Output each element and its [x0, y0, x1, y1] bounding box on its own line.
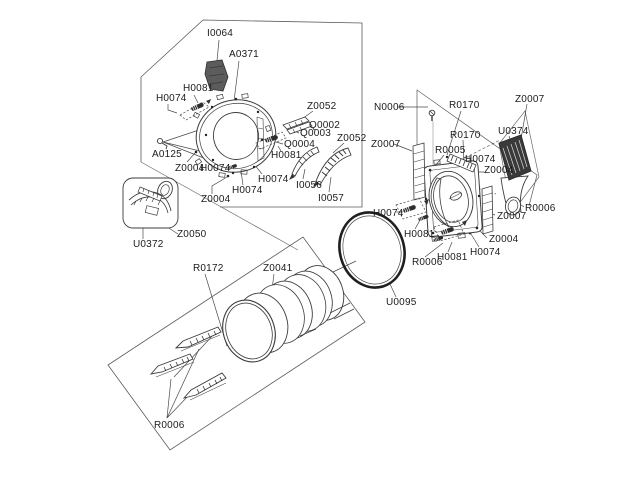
part-label-i0056: I0056	[296, 180, 323, 191]
front-screw-kits	[179, 99, 287, 171]
part-label-n0006: N0006	[374, 102, 405, 113]
seal-strips	[412, 142, 494, 235]
part-label-q0004: Q0004	[284, 139, 316, 150]
part-label-h0074-2: H0074	[200, 163, 231, 174]
front-drum-support	[192, 93, 277, 178]
rear-drum-support	[423, 156, 483, 242]
part-label-r0170-1: R0170	[449, 100, 480, 111]
part-label-z0007-2: Z0007	[371, 139, 401, 150]
part-label-h0081-4: H0081	[437, 252, 468, 263]
part-label-z0007-1: Z0007	[515, 94, 545, 105]
part-label-u0374: U0374	[498, 126, 529, 137]
part-label-h0074-7: H0074	[470, 247, 501, 258]
part-label-a0125: A0125	[152, 149, 182, 160]
retainer-clip	[156, 137, 168, 150]
belt	[338, 211, 406, 289]
part-label-z0004-1: Z0004	[175, 163, 205, 174]
part-label-r0006-1: R0006	[154, 420, 185, 431]
part-label-i0064: I0064	[207, 28, 234, 39]
part-label-z0007-3: Z0007	[497, 211, 527, 222]
part-label-h0081-2: H0081	[271, 150, 302, 161]
part-label-z0041: Z0041	[263, 263, 293, 274]
part-label-z0004-3: Z0004	[484, 165, 514, 176]
felt-seal-front	[204, 59, 229, 92]
part-label-z0004-2: Z0004	[201, 194, 231, 205]
part-label-r0170-2: R0170	[450, 130, 481, 141]
baffles	[149, 326, 227, 401]
part-label-h0074-4: H0074	[232, 185, 263, 196]
part-label-r0005: R0005	[435, 145, 466, 156]
drum-panel-outline	[107, 236, 366, 451]
heater-duct	[498, 134, 532, 216]
drum-rail	[446, 153, 477, 173]
lint-duct-parts	[282, 116, 352, 187]
part-label-h0074-1: H0074	[156, 93, 187, 104]
part-label-h0074-3: H0074	[258, 174, 289, 185]
part-label-u0372: U0372	[133, 239, 164, 250]
drum	[222, 265, 355, 363]
part-label-h0074-5: H0074	[465, 154, 496, 165]
part-label-u0095: U0095	[386, 297, 417, 308]
part-label-h0081-3: H0081	[404, 229, 435, 240]
part-label-q0002: Q0002	[309, 120, 341, 131]
thermostat-screw	[428, 109, 436, 121]
idler-inset-box	[122, 177, 179, 229]
part-label-h0074-6: H0074	[373, 208, 404, 219]
front-panel-outline	[140, 19, 363, 251]
part-label-r0006-2: R0006	[525, 203, 556, 214]
part-label-z0052-2: Z0052	[337, 133, 367, 144]
part-label-i0057: I0057	[318, 193, 345, 204]
part-label-z0050: Z0050	[177, 229, 207, 240]
part-label-z0052-1: Z0052	[307, 101, 337, 112]
part-label-r0006-3: R0006	[412, 257, 443, 268]
part-label-q0003: Q0003	[300, 128, 332, 139]
part-label-h0081-1: H0081	[183, 83, 214, 94]
rear-screw-kits	[395, 197, 467, 243]
part-label-z0004-4: Z0004	[489, 234, 519, 245]
part-label-a0371: A0371	[229, 49, 259, 60]
part-label-r0172: R0172	[193, 263, 224, 274]
